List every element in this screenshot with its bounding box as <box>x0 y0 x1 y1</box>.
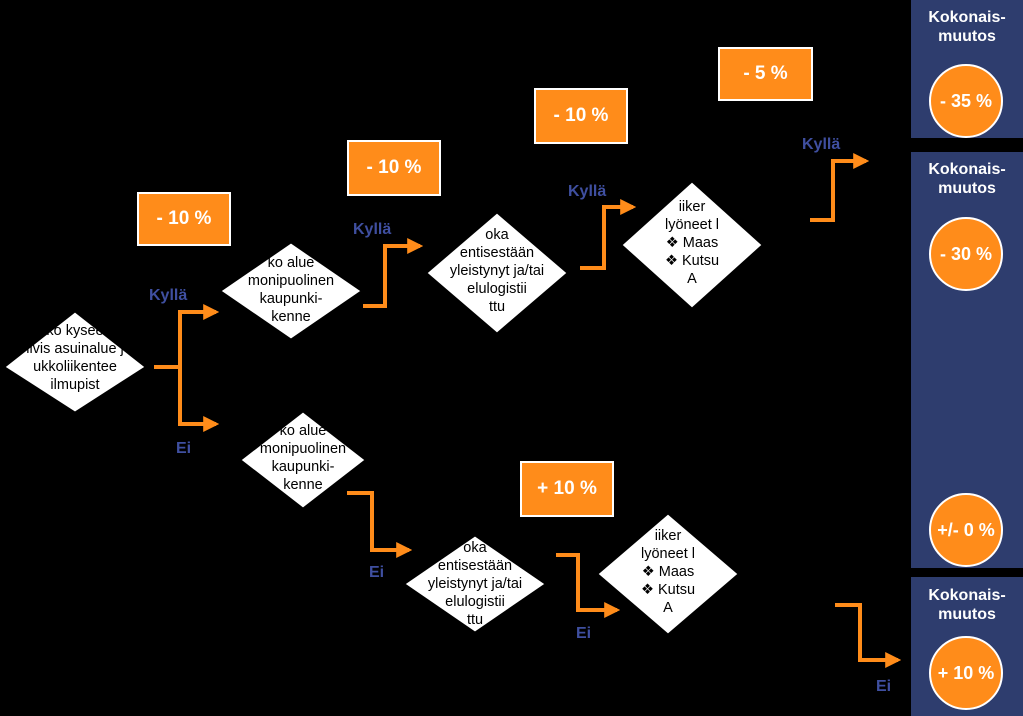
connector-yes-3 <box>580 199 637 270</box>
change-box-1: - 10 % <box>137 192 231 246</box>
connector-no-4 <box>835 603 902 668</box>
connector-yes-4 <box>810 153 870 222</box>
change-box-5: + 10 % <box>520 461 614 517</box>
panel-title: Kokonais- muutos <box>928 587 1006 623</box>
yes-label-2: Kyllä <box>353 221 392 238</box>
total-value-circle-3: + 10 % <box>929 636 1003 710</box>
decision-text-3: ko alue monipuolinen kaupunki- kenne <box>259 423 347 493</box>
no-label-3: Ei <box>576 625 592 642</box>
panel-title: Kokonais- muutos <box>928 161 1006 197</box>
decision-diamond-1 <box>4 311 146 413</box>
yes-label-4: Kyllä <box>802 136 841 153</box>
decision-diamond-3 <box>240 411 366 509</box>
yes-label-3: Kyllä <box>568 183 607 200</box>
decision-text-6: iiker lyöneet l ❖ Maas ❖ Kutsu A <box>664 199 720 287</box>
decision-text-1: ko kysee ilvis asuinalue j ukkoliikentee… <box>26 323 124 393</box>
total-value-circle-1: - 35 % <box>929 64 1003 138</box>
decision-text-7: iiker lyöneet l ❖ Maas ❖ Kutsu A <box>640 528 696 616</box>
connector-start-no <box>178 367 220 432</box>
no-label-4: Ei <box>876 678 892 695</box>
change-box-4: - 5 % <box>718 47 813 101</box>
change-box-2: - 10 % <box>347 140 441 196</box>
decision-text-4: oka entisestään yleistynyt ja/tai elulog… <box>449 227 545 315</box>
connector-yes-2 <box>363 238 424 308</box>
connector-start <box>154 304 220 369</box>
connector-no-2 <box>347 491 413 558</box>
decision-diamond-2 <box>220 242 362 340</box>
no-label-2: Ei <box>369 564 385 581</box>
decision-diamond-5 <box>404 535 546 633</box>
decision-text-5: oka entisestään yleistynyt ja/tai elulog… <box>427 540 523 628</box>
decision-diamond-7 <box>597 513 739 635</box>
total-value-circle-2-bottom: +/- 0 % <box>929 493 1003 567</box>
total-value-circle-2-top: - 30 % <box>929 217 1003 291</box>
change-box-3: - 10 % <box>534 88 628 144</box>
decision-diamond-4 <box>426 212 568 334</box>
no-label-1: Ei <box>176 440 192 457</box>
connector-no-3 <box>556 553 621 618</box>
yes-label-1: Kyllä <box>149 287 188 304</box>
decision-diamond-6 <box>621 181 763 309</box>
decision-text-2: ko alue monipuolinen kaupunki- kenne <box>247 255 335 325</box>
panel-title: Kokonais- muutos <box>928 9 1006 45</box>
